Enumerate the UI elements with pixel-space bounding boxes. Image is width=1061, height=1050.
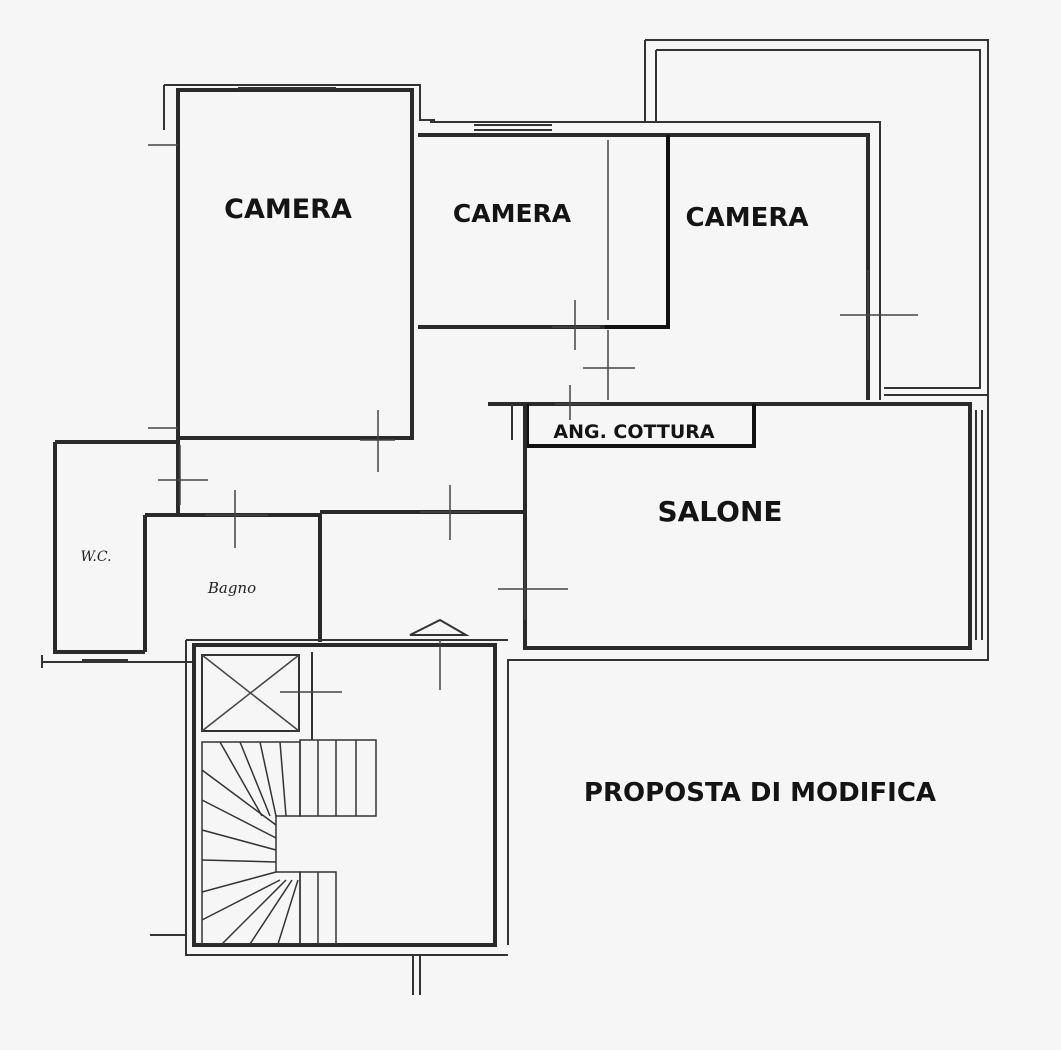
room-label-camera-3: CAMERA bbox=[686, 203, 809, 233]
lift-shaft bbox=[201, 654, 300, 732]
entry-marker bbox=[409, 618, 470, 636]
terrace-outline bbox=[645, 39, 989, 400]
camera-2-3-walls bbox=[418, 133, 870, 400]
door-marks bbox=[148, 140, 918, 693]
room-label-bagno: Bagno bbox=[207, 579, 256, 597]
camera-2-3-divider bbox=[605, 135, 670, 329]
lift-cross bbox=[201, 654, 300, 732]
stair-block-outer bbox=[185, 639, 508, 956]
staircase bbox=[201, 739, 377, 945]
camera-2-3-outer-wall bbox=[430, 121, 881, 400]
wc-walls bbox=[53, 440, 178, 654]
room-label-camera-2: CAMERA bbox=[453, 199, 572, 228]
room-label-salone: SALONE bbox=[657, 495, 782, 528]
terrace-outline-inner bbox=[656, 49, 981, 389]
room-label-angolo-cottura: ANG. COTTURA bbox=[553, 421, 715, 443]
camera-1-outer-wall bbox=[164, 84, 435, 121]
plan-caption: PROPOSTA DI MODIFICA bbox=[584, 778, 936, 808]
walls bbox=[41, 39, 989, 995]
salone-outer-wall bbox=[507, 394, 989, 945]
bagno-walls bbox=[143, 513, 322, 652]
stair-block-walls bbox=[192, 643, 497, 947]
room-label-wc: W.C. bbox=[80, 549, 111, 565]
camera-1-walls bbox=[176, 88, 414, 440]
room-label-camera-1: CAMERA bbox=[224, 194, 352, 225]
